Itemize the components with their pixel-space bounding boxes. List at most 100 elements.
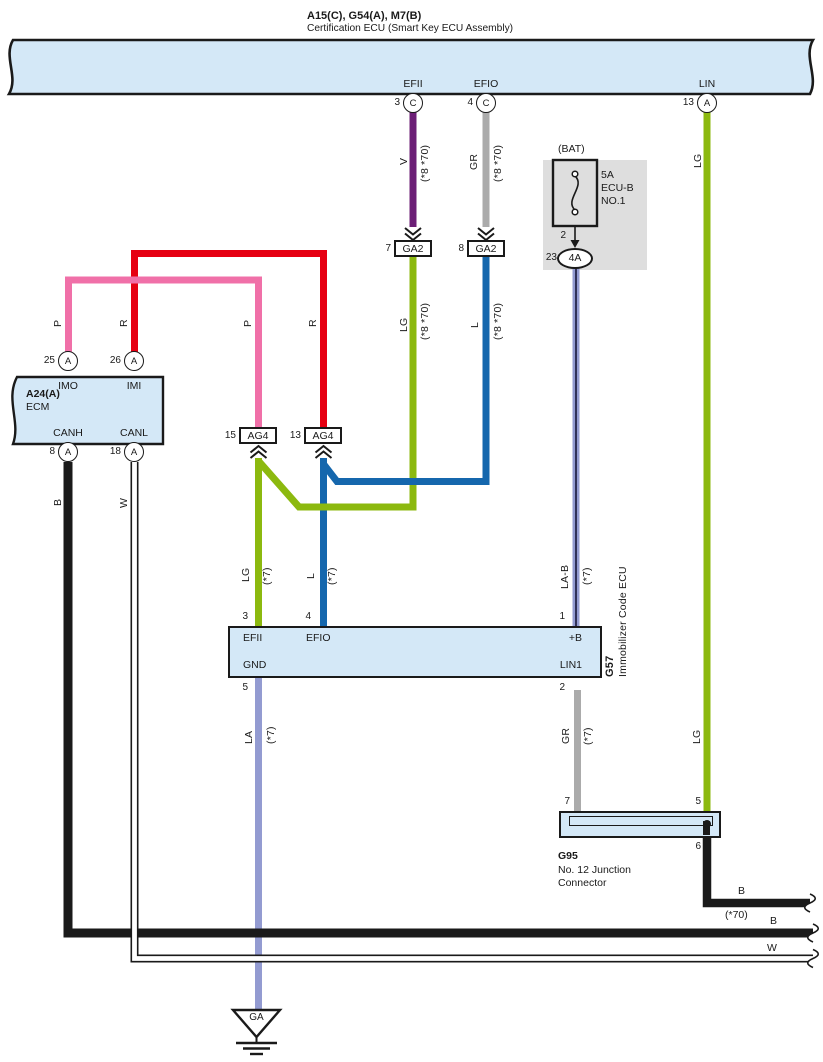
connector-pin-number: 23	[545, 252, 557, 263]
pin-number: 1	[559, 611, 565, 622]
g95-bus-bar	[569, 815, 713, 826]
wire-note: (*70)	[725, 909, 748, 921]
g95-bus-drop	[703, 821, 710, 835]
wire-color-label: LA-B	[559, 564, 571, 589]
wire-note: (*7)	[326, 567, 338, 585]
pin-number: 6	[695, 841, 701, 852]
pin-number: 5	[695, 796, 701, 807]
wire-note: (*8 *70)	[492, 144, 504, 182]
wire-note: (*8 *70)	[419, 302, 431, 340]
cert-ecu-band	[6, 38, 816, 96]
wire-color-label: LA	[243, 730, 255, 744]
wire-color-label: GR	[560, 727, 572, 744]
fuse-element-icon	[571, 175, 579, 211]
wire-color-label: P	[52, 319, 64, 327]
wire-note: (*7)	[582, 727, 594, 745]
wire-black-g95-out	[702, 838, 810, 908]
wire-color-label: LG	[240, 567, 252, 582]
connector-pin-circle: A	[124, 442, 144, 462]
connector-pin-number: 7	[385, 243, 391, 254]
wire-pink-imo	[65, 276, 262, 427]
pin-number: 18	[109, 446, 121, 457]
wire-color-label: V	[398, 157, 410, 165]
pin-number: 25	[43, 355, 55, 366]
band-pin-label-lin: LIN	[698, 78, 716, 90]
arrow-down-icon	[570, 240, 580, 248]
wire-color-label: L	[305, 572, 317, 579]
chevron-up-icon	[249, 444, 268, 459]
wire-note: (*8 *70)	[419, 144, 431, 182]
wire-note: (*7)	[261, 567, 273, 585]
chevron-down-icon	[477, 227, 495, 242]
wire-color-label: W	[118, 497, 130, 508]
ecm-block-shape	[11, 375, 165, 446]
connector-box-ga2: GA2	[467, 240, 505, 257]
g95-code: G95	[558, 850, 578, 862]
ecm-code: A24(A)	[26, 388, 60, 400]
connector-pin-circle: C	[403, 93, 423, 113]
ecm-pin-label-imi: IMI	[126, 380, 142, 392]
pin-number: 3	[242, 611, 248, 622]
connector-box-ga2: GA2	[394, 240, 432, 257]
wire-blue-from-ga2	[320, 257, 490, 485]
band-pin-label-efii: EFII	[403, 78, 423, 90]
pin-number: 4	[305, 611, 311, 622]
wire-break-icon	[806, 948, 820, 969]
ecm-pin-label-imo: IMO	[58, 380, 78, 392]
connector-box-ag4: AG4	[304, 427, 342, 444]
fuse-name-line1: ECU-B	[601, 182, 634, 194]
connector-pin-circle: A	[58, 442, 78, 462]
fuse-name-line2: NO.1	[601, 195, 626, 207]
wire-color-label: LG	[398, 317, 410, 332]
wire-red-imi	[131, 250, 327, 427]
wire-break-icon	[803, 893, 817, 913]
fuse-terminal-bottom	[571, 208, 579, 216]
pin-number: 5	[242, 682, 248, 693]
wire-color-label: LG	[691, 729, 703, 744]
g57-pin-label-lin1: LIN1	[559, 659, 582, 671]
connector-box-ag4: AG4	[239, 427, 277, 444]
ground-label: GA	[249, 1012, 264, 1023]
g95-name-line1: No. 12 Junction	[558, 864, 631, 876]
pin-number: 13	[682, 97, 694, 108]
wire-color-label: W	[767, 942, 777, 954]
wire-note: (*7)	[581, 567, 593, 585]
g57-pin-label-efio: EFIO	[306, 632, 331, 644]
ecm-pin-label-canh: CANH	[53, 427, 83, 439]
connector-pin-circle: A	[58, 351, 78, 371]
wire-note: (*7)	[265, 726, 277, 744]
wire-color-label: GR	[468, 153, 480, 170]
g95-block	[559, 811, 721, 838]
wire-color-label: B	[52, 498, 64, 506]
page-title: A15(C), G54(A), M7(B)	[307, 10, 422, 22]
connector-pin-circle: C	[476, 93, 496, 113]
fuse-rating: 5A	[601, 169, 614, 181]
chevron-up-icon	[314, 444, 333, 459]
connector-pin-circle: A	[697, 93, 717, 113]
pin-number: 8	[49, 446, 55, 457]
wire-color-label: LG	[692, 153, 704, 168]
wire-color-label: R	[307, 319, 319, 327]
wire-color-label: R	[118, 319, 130, 327]
g95-name-line2: Connector	[558, 877, 607, 889]
connector-pin-number: 13	[289, 430, 301, 441]
fuse-pin-number: 2	[560, 230, 566, 241]
junction-dot	[702, 819, 711, 828]
ecm-pin-label-canl: CANL	[119, 427, 148, 439]
connector-pin-circle: A	[124, 351, 144, 371]
fuse-terminal-top	[571, 170, 579, 178]
pin-number: 26	[109, 355, 121, 366]
fuse-bat-label: (BAT)	[558, 143, 585, 155]
connector-oval-4a: 4A	[557, 247, 593, 269]
wire-color-label: B	[770, 915, 778, 927]
wire-color-label: B	[738, 885, 746, 897]
chevron-down-icon	[404, 227, 422, 242]
ecm-name: ECM	[26, 401, 50, 413]
band-pin-label-efio: EFIO	[473, 78, 499, 90]
g57-name: Immobilizer Code ECU	[617, 566, 629, 677]
g57-pin-label-efii: EFII	[243, 632, 263, 644]
ground-triangle-icon	[230, 1008, 283, 1039]
pin-number: 7	[564, 796, 570, 807]
